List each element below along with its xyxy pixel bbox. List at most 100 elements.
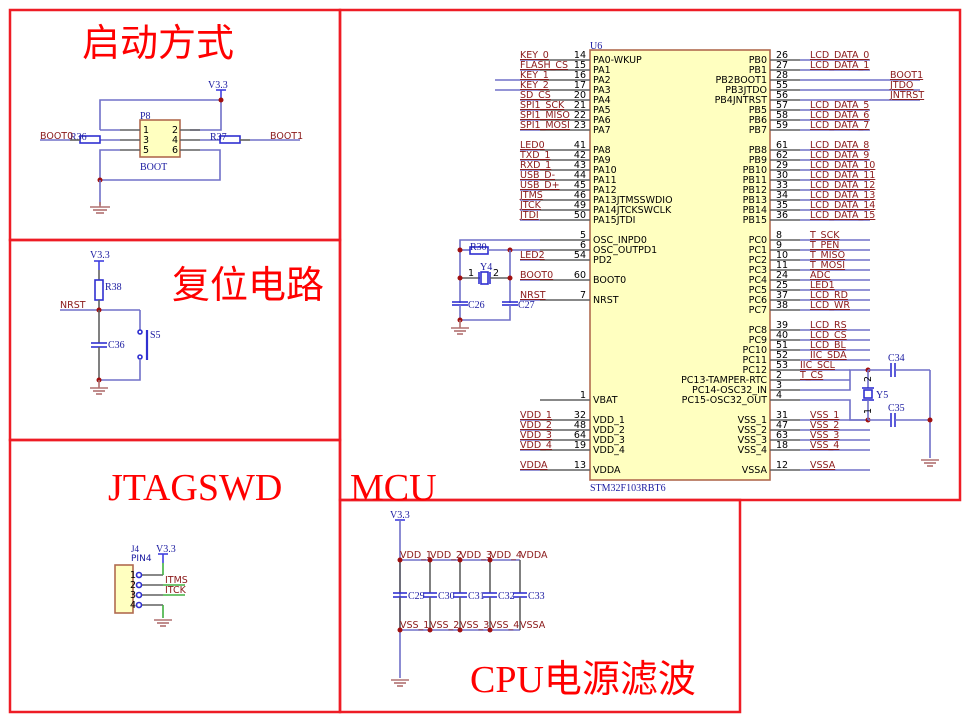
net-label: VDD_2	[520, 420, 552, 431]
net-label: SPI1_SCK	[520, 100, 565, 111]
pin-number: 17	[574, 80, 586, 91]
net-label: VDD_2	[430, 550, 462, 561]
pin-name: PC8	[749, 325, 767, 336]
pin-number: 24	[776, 270, 788, 281]
power-filter-circuit: V3.3 C29VDD_1VSS_1C30VDD_2VSS_2C31VDD_3V…	[390, 510, 548, 687]
pin-number: 32	[574, 410, 586, 421]
boot-header-ref: P8	[140, 111, 151, 122]
pin-number: 41	[574, 140, 586, 151]
pin-name: VDD_3	[593, 435, 625, 446]
pin-name: PB9	[749, 155, 767, 166]
pin-number: 48	[574, 420, 586, 431]
capacitor-ref: C29	[408, 591, 425, 602]
svg-text:Y4: Y4	[480, 262, 492, 273]
pin-number: 52	[776, 350, 788, 361]
pin-number: 39	[776, 320, 788, 331]
pin-name: PC6	[749, 295, 767, 306]
net-label: JNTRST	[889, 90, 924, 101]
net-label: JTMS	[519, 190, 543, 201]
mcu-body	[589, 49, 771, 481]
pin-name: OSC_OUTPD1	[593, 245, 657, 256]
pin-name: PC1	[749, 245, 767, 256]
net-itck: ITCK	[165, 585, 187, 596]
pin-name: PC5	[749, 285, 767, 296]
pin-number: 28	[776, 70, 788, 81]
pin-name: PC14-OSC32_IN	[692, 385, 767, 396]
pin-name: PA7	[593, 125, 611, 136]
net-label: LCD_CS	[810, 330, 847, 341]
filter-power-label: V3.3	[390, 510, 410, 521]
pin-name: PC13-TAMPER-RTC	[681, 375, 767, 386]
pin-name: PA13JTMSSWDIO	[593, 195, 673, 206]
pin-name: PC4	[749, 275, 767, 286]
pin-number: 54	[574, 250, 586, 261]
net-label: BOOT1	[890, 70, 923, 81]
pin-name: VSS_2	[738, 425, 767, 436]
pin-number: 45	[574, 180, 586, 191]
pin-number: 33	[776, 180, 788, 191]
svg-text:5: 5	[143, 145, 149, 156]
ground-icon	[90, 380, 108, 395]
net-label: VSS_4	[810, 440, 839, 451]
pin-name: PC11	[743, 355, 767, 366]
net-label: LED1	[810, 280, 835, 291]
pin-number: 13	[574, 460, 586, 471]
pin-number: 1	[580, 390, 586, 401]
pin-number: 9	[776, 240, 782, 251]
net-label: KEY_1	[520, 70, 549, 81]
jtag-power-label: V3.3	[156, 544, 176, 555]
capacitor-ref: C31	[468, 591, 485, 602]
pin-number: 19	[574, 440, 586, 451]
svg-text:S5: S5	[150, 330, 161, 341]
pin-name: BOOT0	[593, 275, 626, 286]
pin-number: 5	[580, 230, 586, 241]
pin-name: PA0-WKUP	[593, 55, 642, 66]
pin-number: 58	[776, 110, 788, 121]
svg-text:R30: R30	[470, 242, 487, 253]
pin-name: VDD_1	[593, 415, 625, 426]
net-label: VSS_3	[460, 620, 489, 631]
pin-number: 7	[580, 290, 586, 301]
net-label: LED0	[520, 140, 545, 151]
net-label: LCD_DATA_15	[810, 210, 875, 221]
net-label: LCD_DATA_1	[810, 60, 869, 71]
capacitor-ref: C32	[498, 591, 515, 602]
ground-icon	[921, 459, 939, 467]
pin-number: 51	[776, 340, 788, 351]
jtag-circuit: J4 PIN4 V3.3 1 2 3 4 ITMS ITCK	[114, 544, 188, 627]
net-label: USB_D+	[520, 180, 560, 191]
pin-name: NRST	[593, 295, 619, 306]
rtc-oscillator: Y5 2 1 C34 C35	[800, 353, 939, 467]
pin-number: 12	[776, 460, 788, 471]
svg-text:1: 1	[130, 570, 136, 581]
ground-icon	[154, 619, 172, 627]
svg-text:1: 1	[468, 268, 474, 279]
net-label: VSS_4	[490, 620, 519, 631]
net-label: IIC_SDA	[810, 350, 847, 361]
pin-name: PB13	[743, 195, 767, 206]
ground-icon	[90, 202, 110, 214]
net-boot1: BOOT1	[270, 131, 303, 142]
pin-number: 20	[574, 90, 586, 101]
pin-name: PA5	[593, 105, 611, 116]
